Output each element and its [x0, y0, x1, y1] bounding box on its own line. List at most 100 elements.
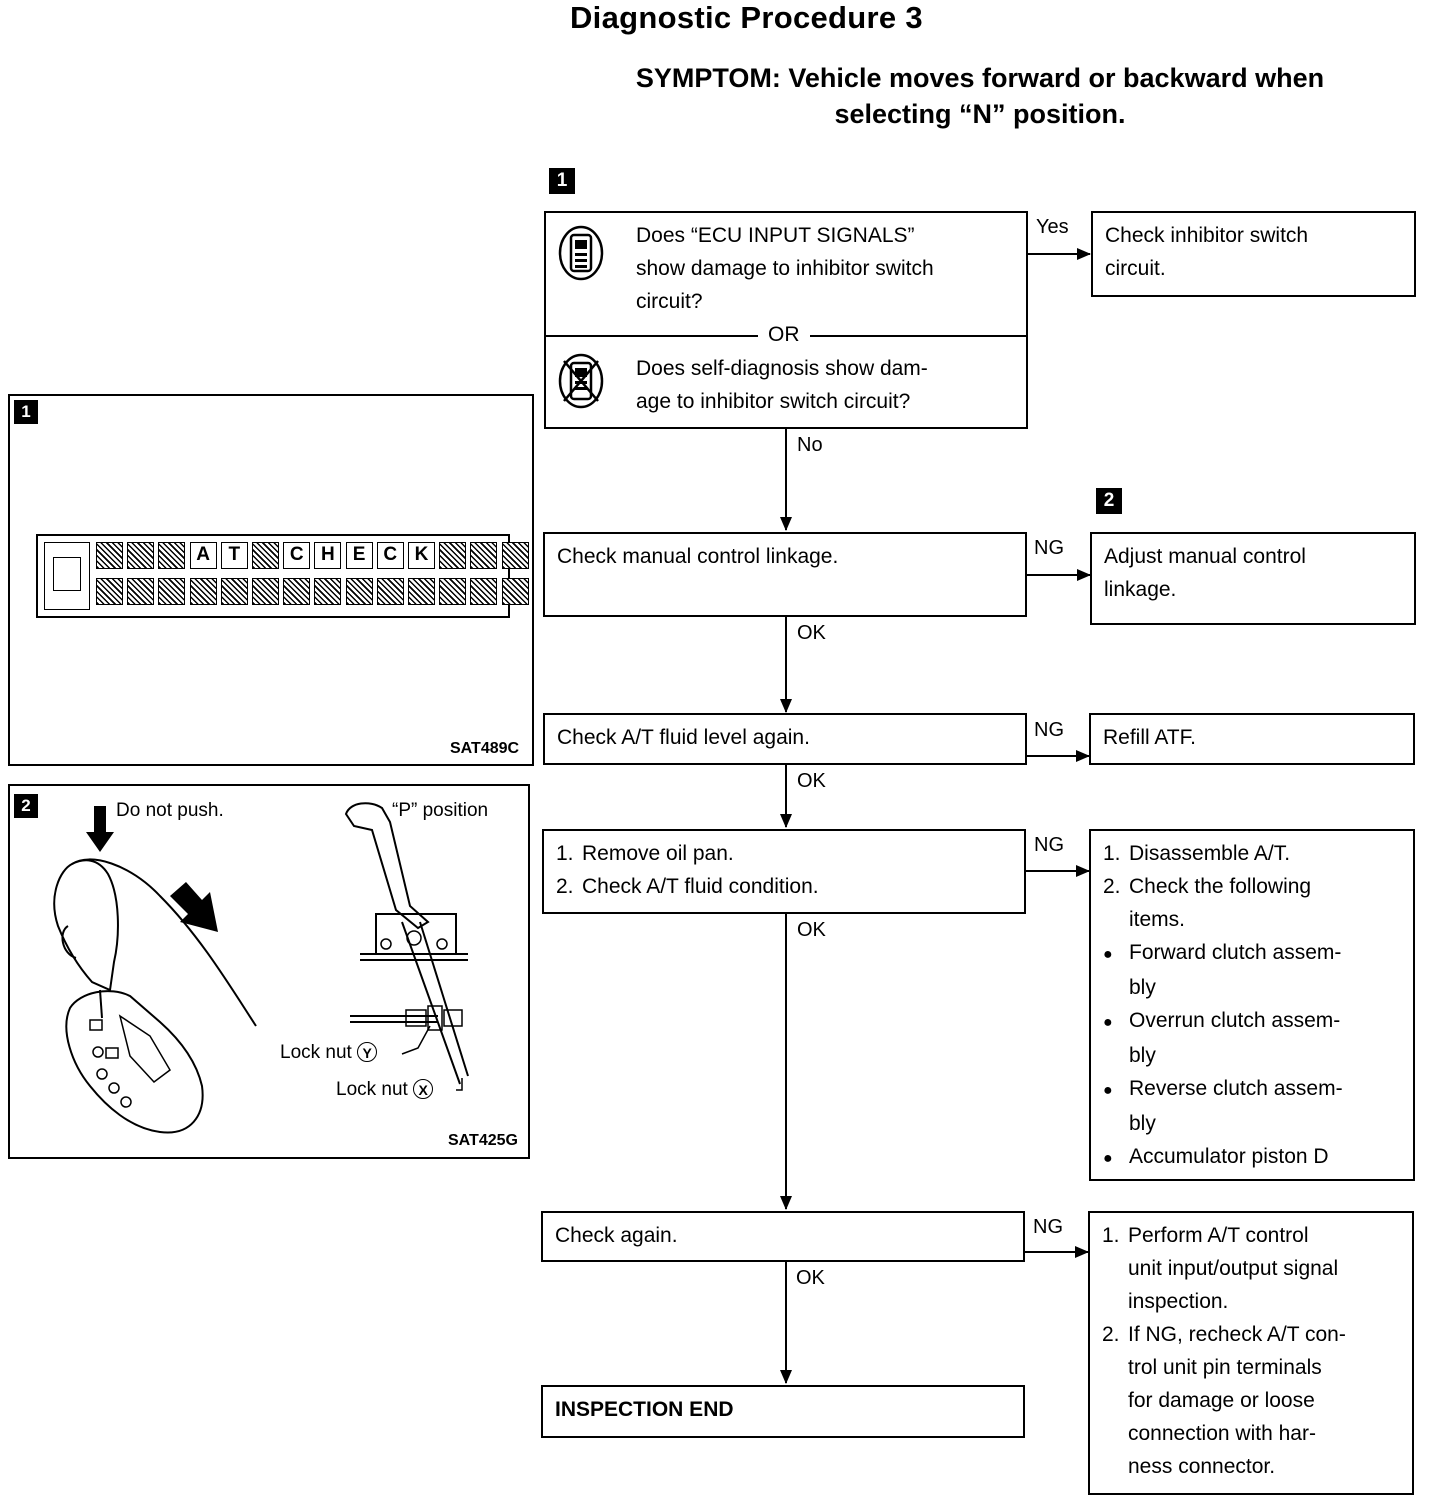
page-title: Diagnostic Procedure 3: [570, 0, 923, 35]
check-following-item: 2.Check the following: [1103, 875, 1312, 898]
display-indicator: [53, 557, 81, 591]
question-1-line-2: show damage to inhibitor switch: [636, 257, 934, 280]
led-hatched-cell: [345, 578, 373, 605]
p-position-label: “P” position: [392, 800, 489, 821]
oilpan-item-2: 2.Check A/T fluid condition.: [556, 875, 819, 898]
x-marker: X: [413, 1079, 434, 1099]
step-linkage-text: Check manual control linkage.: [557, 545, 839, 568]
y-marker: Y: [357, 1042, 378, 1062]
led-char-cell: E: [345, 542, 373, 569]
step-tag-2: 2: [1096, 488, 1122, 514]
lock-nut-x-label: Lock nut X: [336, 1079, 434, 1101]
led-char-cell: C: [376, 542, 404, 569]
step-again-text: Check again.: [555, 1224, 678, 1247]
fluid-ok-label: OK: [797, 770, 826, 792]
again-ok-label: OK: [796, 1267, 825, 1289]
led-hatched-cell: [96, 578, 123, 605]
bullet-reverse-clutch-cont: bly: [1129, 1112, 1156, 1135]
linkage-ng-action-line-2: linkage.: [1104, 578, 1177, 601]
bullet-overrun-clutch-cont: bly: [1129, 1044, 1156, 1067]
led-hatched-cell: [220, 578, 248, 605]
perform-inspection-item: 1.Perform A/T control: [1102, 1224, 1309, 1247]
recheck-terminals-line-2: trol unit pin terminals: [1128, 1356, 1322, 1379]
perform-inspection-line-3: inspection.: [1128, 1290, 1229, 1313]
shift-lever-illustration: [53, 802, 469, 1134]
no-tester-icon: [558, 353, 604, 409]
recheck-terminals-line-3: for damage or loose: [1128, 1389, 1315, 1412]
led-hatched-cell: [252, 578, 279, 605]
step-fluid-text: Check A/T fluid level again.: [557, 726, 810, 749]
yes-label: Yes: [1036, 216, 1069, 238]
linkage-ng-action-line-1: Adjust manual control: [1104, 545, 1306, 568]
inspection-end-text: INSPECTION END: [555, 1398, 734, 1421]
led-hatched-cell: [314, 578, 342, 605]
led-hatched-cell: [470, 578, 498, 605]
bullet-overrun-clutch: ●Overrun clutch assem-: [1103, 1009, 1341, 1032]
question-1-line-3: circuit?: [636, 290, 703, 313]
step-fluid-box: Check A/T fluid level again.: [543, 713, 1027, 765]
led-hatched-cell: [96, 542, 123, 569]
again-ng-label: NG: [1033, 1216, 1063, 1238]
do-not-push-label: Do not push.: [116, 800, 224, 821]
oilpan-ok-label: OK: [797, 919, 826, 941]
again-ng-action-box: 1.Perform A/T control unit input/output …: [1088, 1211, 1414, 1495]
recheck-terminals-line-4: connection with har-: [1128, 1422, 1316, 1445]
push-down-arrow: [86, 806, 114, 852]
oilpan-ng-label: NG: [1034, 834, 1064, 856]
oilpan-ng-action-box: 1.Disassemble A/T. 2.Check the following…: [1089, 829, 1415, 1181]
question-2-line-1: Does self-diagnosis show dam-: [636, 357, 928, 380]
recheck-terminals-item: 2.If NG, recheck A/T con-: [1102, 1323, 1346, 1346]
led-hatched-cell: [376, 578, 404, 605]
no-label: No: [797, 434, 823, 456]
linkage-ng-label: NG: [1034, 537, 1064, 559]
led-hatched-cell: [501, 578, 529, 605]
led-hatched-cell: [158, 578, 186, 605]
question-1-line-1: Does “ECU INPUT SIGNALS”: [636, 224, 915, 247]
lock-nut-y-label: Lock nut Y: [280, 1042, 378, 1064]
shift-gate: [65, 990, 204, 1134]
led-hatched-cell: [408, 578, 435, 605]
check-following-item-cont: items.: [1129, 908, 1186, 931]
led-hatched-cell: [470, 542, 498, 569]
led-hatched-cell: [439, 578, 467, 605]
select-lever: [344, 802, 430, 930]
figure-1-code: SAT489C: [450, 740, 520, 757]
led-hatched-cell: [127, 542, 155, 569]
symptom-heading: SYMPTOM: Vehicle moves forward or backwa…: [560, 60, 1400, 132]
yes-action-line-1: Check inhibitor switch: [1105, 224, 1309, 247]
led-hatched-cell: [252, 542, 279, 569]
led-char-cell: H: [314, 542, 342, 569]
led-hatched-cell: [501, 542, 529, 569]
linkage-ok-label: OK: [797, 622, 826, 644]
step-linkage-box: Check manual control linkage.: [543, 532, 1027, 617]
consult-tester-icon: [558, 225, 604, 281]
bullet-accumulator-piston: ●Accumulator piston D: [1103, 1145, 1329, 1168]
figure-2-code: SAT425G: [448, 1132, 518, 1149]
step-tag-1: 1: [549, 168, 575, 194]
figure-2-tag: 2: [14, 794, 38, 818]
led-char-cell: A: [189, 542, 217, 569]
perform-inspection-line-2: unit input/output signal: [1128, 1257, 1339, 1280]
inspection-end-box: INSPECTION END: [541, 1385, 1025, 1438]
step-again-box: Check again.: [541, 1211, 1025, 1262]
question-2-line-2: age to inhibitor switch circuit?: [636, 390, 911, 413]
display-bezel: [44, 542, 90, 610]
hand-outline: [71, 858, 257, 1027]
recheck-terminals-line-5: ness connector.: [1128, 1455, 1276, 1478]
yes-action-line-2: circuit.: [1105, 257, 1166, 280]
led-char-cell: T: [220, 542, 248, 569]
symptom-line-1: SYMPTOM: Vehicle moves forward or backwa…: [635, 63, 1325, 93]
figure-2-panel: 2 Do not push. “P” position Lock nut Y L…: [8, 784, 530, 1159]
symptom-line-2: selecting “N” position.: [834, 99, 1126, 129]
fluid-ng-action-box: Refill ATF.: [1089, 713, 1415, 765]
disassemble-item: 1.Disassemble A/T.: [1103, 842, 1291, 865]
bullet-reverse-clutch: ●Reverse clutch assem-: [1103, 1077, 1343, 1100]
shift-knob: [53, 859, 119, 992]
led-hatched-cell: [127, 578, 155, 605]
decision-box: Does “ECU INPUT SIGNALS” show damage to …: [544, 211, 1028, 429]
led-char-cell: C: [283, 542, 311, 569]
yes-action-box: Check inhibitor switch circuit.: [1091, 211, 1416, 297]
